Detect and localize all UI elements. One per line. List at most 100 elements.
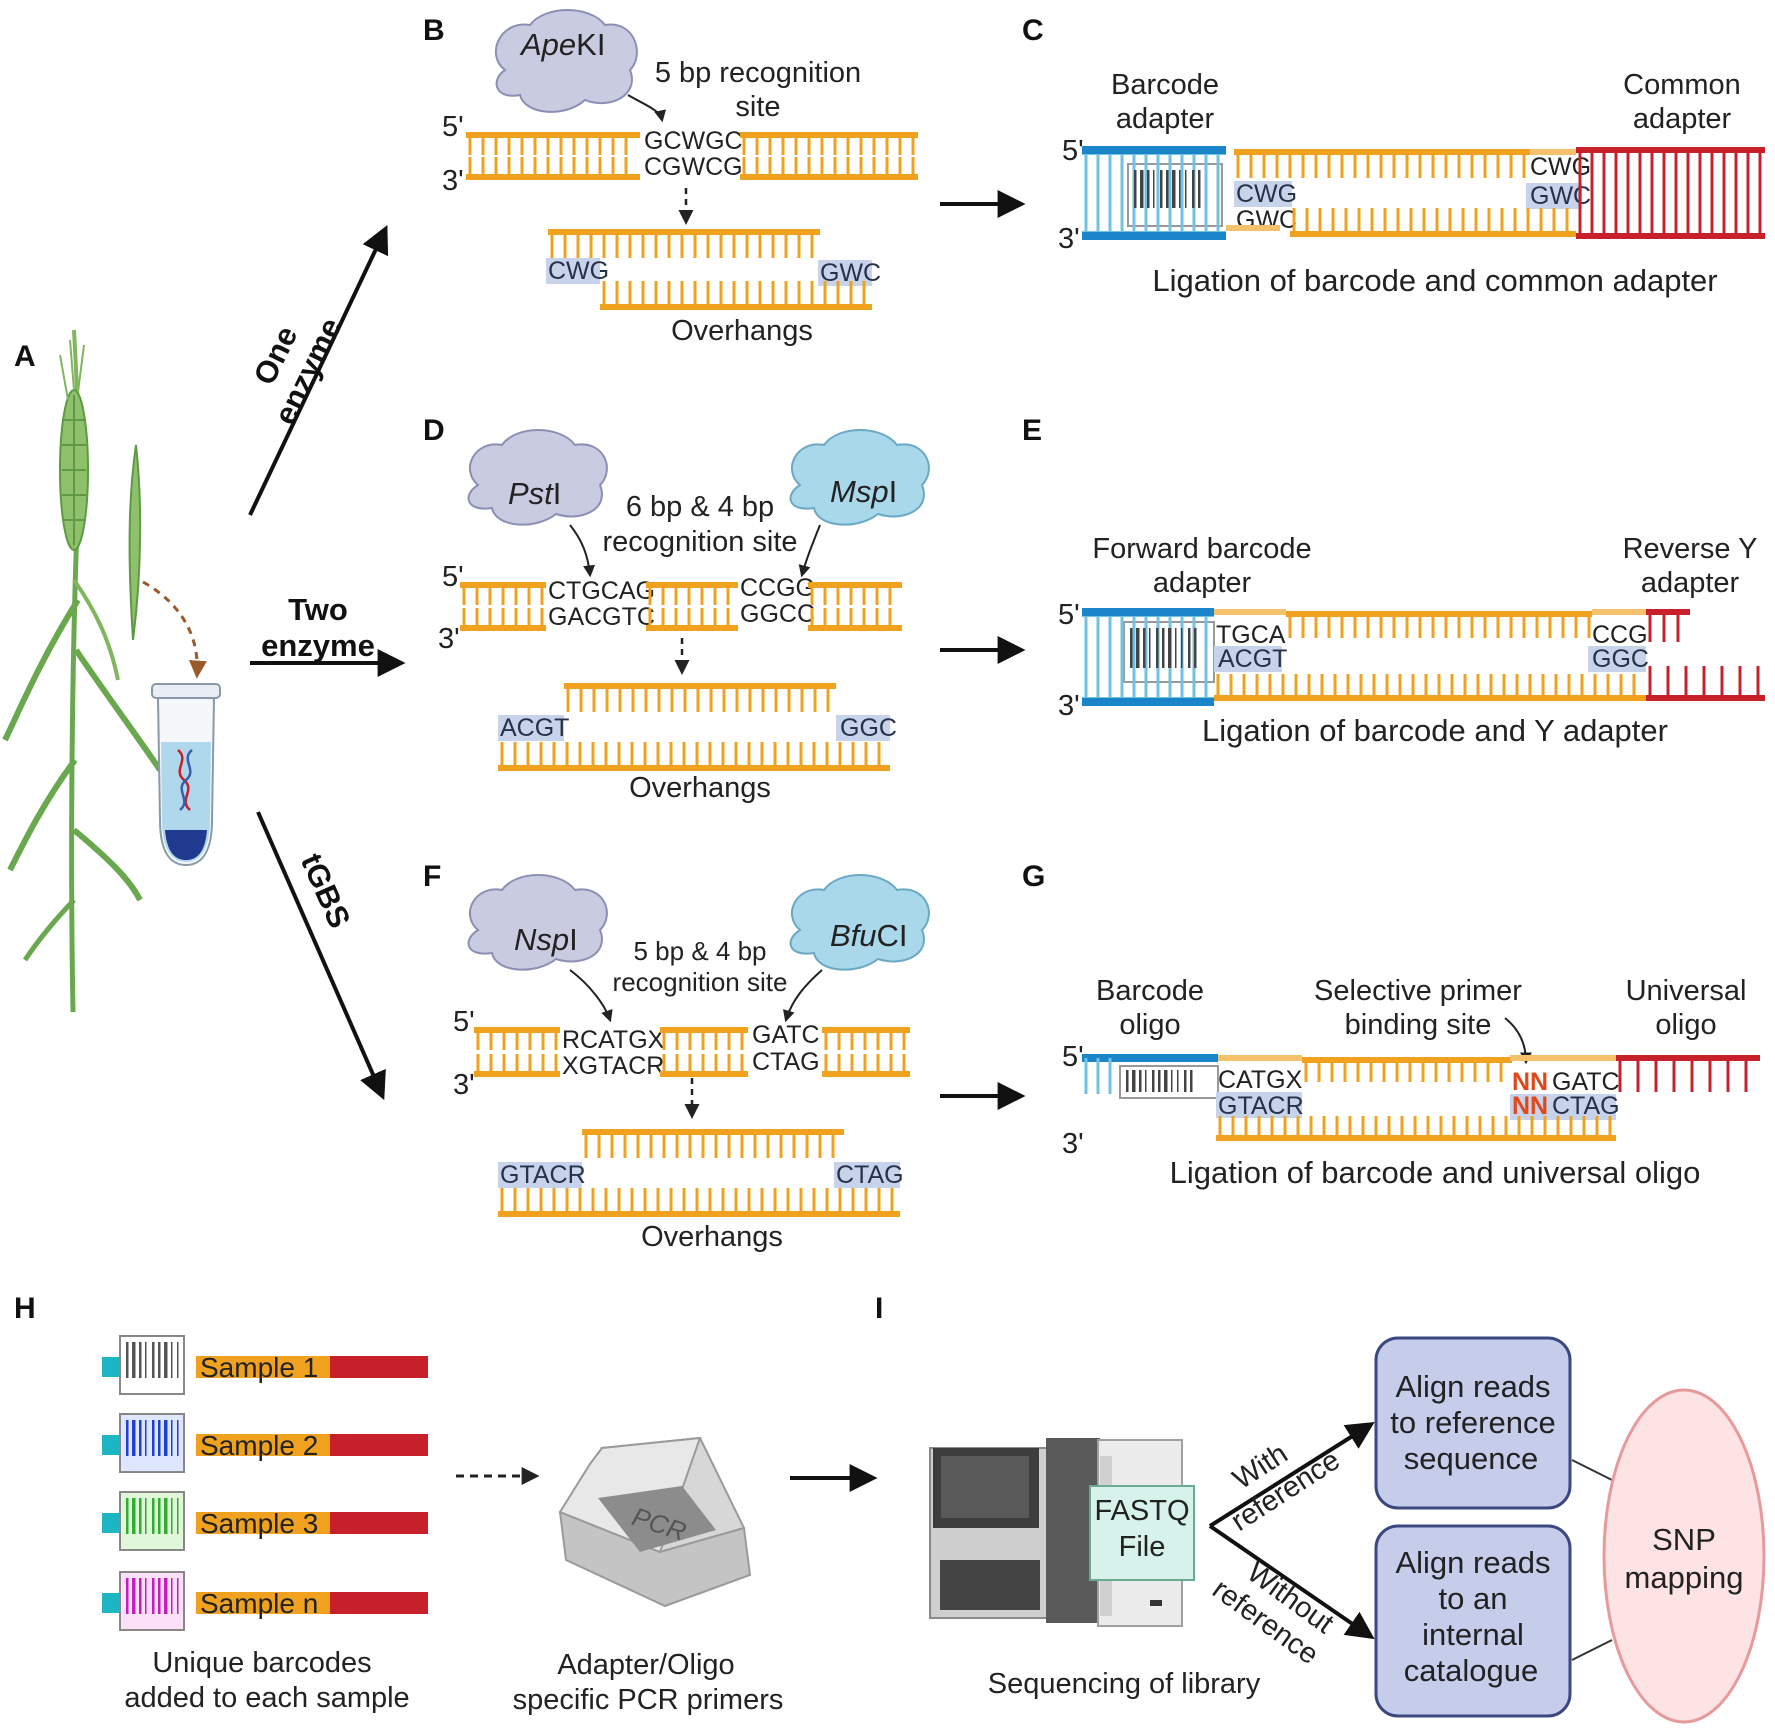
fastq-file-box [1089, 1485, 1195, 1581]
panel-f-overhang-left-highlight [498, 1162, 582, 1188]
panel-label-e: E [1022, 414, 1042, 447]
panel-g-left-top: CATGX [1218, 1066, 1303, 1094]
panel-label-g: G [1022, 860, 1045, 893]
panel-g-right-oligo-1: Universal [1626, 975, 1747, 1007]
panel-d-overhang-left: ACGT [500, 714, 569, 742]
align-reference-box [1374, 1336, 1572, 1510]
panel-f-fragment-bottom [498, 1188, 900, 1217]
panel-d-bottom-seq-2: GGCC [740, 600, 815, 628]
panel-c-insert-top [1234, 149, 1530, 178]
panel-label-c: C [1022, 14, 1044, 47]
panel-f-bottom-seq-2: CTAG [752, 1048, 820, 1076]
sample-barcode-lines [126, 1342, 179, 1378]
panel-c-3prime: 3' [1058, 223, 1080, 255]
panel-e-barcode-lines [1130, 628, 1197, 668]
barcoded-samples: Sample 1 Sample 2 Sample 3 Sample n [102, 1335, 428, 1631]
panel-f-fragment-top [582, 1129, 844, 1158]
panel-label-f: F [423, 860, 441, 893]
panel-d-bottom-seq-1: GACGTC [548, 603, 655, 631]
sample-insert-orange [196, 1592, 330, 1614]
panel-f-top-strand-3 [822, 1027, 910, 1050]
panel-b-5prime: 5' [442, 111, 464, 143]
panel-g-universal-oligo [1616, 1055, 1760, 1092]
panel-b-bottom-strand-left [466, 157, 640, 180]
sample-adapter-red [330, 1356, 428, 1378]
sample-adapter-cyan [102, 1513, 120, 1533]
fastq-label-2: File [1119, 1531, 1166, 1563]
connector-top [1571, 1459, 1613, 1481]
panel-b-site-label-2: site [735, 91, 780, 123]
sample-label: Sample 3 [200, 1508, 318, 1539]
panel-g-right-bottom: CTAG [1552, 1092, 1620, 1120]
two-enzyme-label-line1: Two [288, 592, 348, 627]
panel-g-middle-label-2: binding site [1345, 1009, 1492, 1041]
panel-e-right-bottom: GGC [1592, 645, 1649, 673]
panel-f-bottom-strand-3 [822, 1054, 910, 1077]
panel-e-left-highlight [1214, 646, 1282, 672]
align-reference-line3: sequence [1404, 1441, 1538, 1476]
panel-g-caption: Ligation of barcode and universal oligo [1170, 1155, 1701, 1190]
panel-f-3prime: 3' [453, 1069, 475, 1101]
fastq-label-1: FASTQ [1094, 1495, 1189, 1527]
panel-d-cut-arrow-2 [798, 524, 821, 578]
panel-label-b: B [423, 14, 445, 47]
panel-b-overhang-left-highlight [546, 258, 600, 284]
panel-d-bottom-strand-3 [808, 608, 902, 631]
panel-g-right-top: GATC [1552, 1068, 1620, 1096]
panel-c-left-highlight [1234, 181, 1292, 207]
sample-adapter-cyan [102, 1357, 120, 1377]
sample-insert-orange [196, 1356, 330, 1378]
sample-label: Sample n [200, 1588, 318, 1619]
panel-c-right-highlight [1526, 183, 1582, 209]
sample-adapter-red [330, 1434, 428, 1456]
panel-d-top-seq-2: CCGG [740, 574, 815, 602]
panel-b-site-label-1: 5 bp recognition [655, 57, 861, 89]
panel-f-top-strand-2 [660, 1027, 748, 1050]
panel-f-cut-arrow-1 [569, 969, 613, 1023]
panel-c-right-top: CWG [1530, 153, 1591, 181]
panel-g-5prime: 5' [1062, 1041, 1084, 1073]
dna-tube-icon [151, 683, 221, 867]
panel-d-top-strand-1 [460, 582, 546, 605]
panel-d-overhang-right-highlight [836, 715, 890, 741]
panel-g-nn-top: NN [1512, 1068, 1548, 1096]
panel-c-left-adapter-2: adapter [1116, 103, 1215, 135]
svg-text:BfuCI: BfuCI [830, 918, 908, 953]
panel-d-overhang-left-highlight [498, 715, 564, 741]
panel-e-left-adapter-2: adapter [1153, 567, 1252, 599]
sample-label: Sample 1 [200, 1352, 318, 1383]
panel-f-overhang-left: GTACR [500, 1161, 586, 1189]
panel-g-left-oligo-1: Barcode [1096, 975, 1204, 1007]
align-catalogue-line2: to an [1439, 1581, 1508, 1616]
panel-g-barcode-rungs [1084, 1058, 1193, 1094]
one-enzyme-arrow [248, 224, 389, 516]
panel-d-bottom-strand-2 [646, 608, 738, 631]
one-enzyme-label: One enzyme [247, 312, 349, 430]
panel-f-overhang-right-highlight [834, 1162, 900, 1188]
panel-b-top-strand-left [466, 132, 640, 155]
panel-f-site-label-2: recognition site [613, 967, 788, 997]
panel-g-right-oligo-2: oligo [1655, 1009, 1716, 1041]
mspi-enzyme: MspI [789, 429, 930, 526]
apeki-enzyme: ApeKI [494, 9, 638, 113]
svg-text:MspI: MspI [830, 474, 897, 509]
panel-g-3prime: 3' [1062, 1128, 1084, 1160]
panel-b-overhang-left: CWG [548, 257, 609, 285]
panel-b-bottom-seq: CGWCG [644, 153, 743, 181]
snp-mapping-ellipse [1602, 1388, 1766, 1724]
pcr-caption-2: specific PCR primers [513, 1684, 784, 1716]
sample-label: Sample 2 [200, 1430, 318, 1461]
panel-f-bottom-seq-1: XGTACR [562, 1052, 664, 1080]
with-reference-label: With reference [1226, 1438, 1346, 1538]
snp-mapping-line2: mapping [1625, 1560, 1744, 1595]
sample-barcode-lines [126, 1498, 179, 1534]
align-catalogue-line3: internal [1422, 1617, 1524, 1652]
tgbs-arrow [256, 811, 386, 1101]
panel-f-5prime: 5' [453, 1006, 475, 1038]
panel-d-site-label-1: 6 bp & 4 bp [626, 491, 774, 523]
panel-f-caption: Overhangs [641, 1221, 783, 1253]
connector-bottom [1571, 1639, 1613, 1661]
sequencer-caption: Sequencing of library [988, 1668, 1261, 1700]
panel-e-left-top: TGCA [1216, 621, 1286, 649]
